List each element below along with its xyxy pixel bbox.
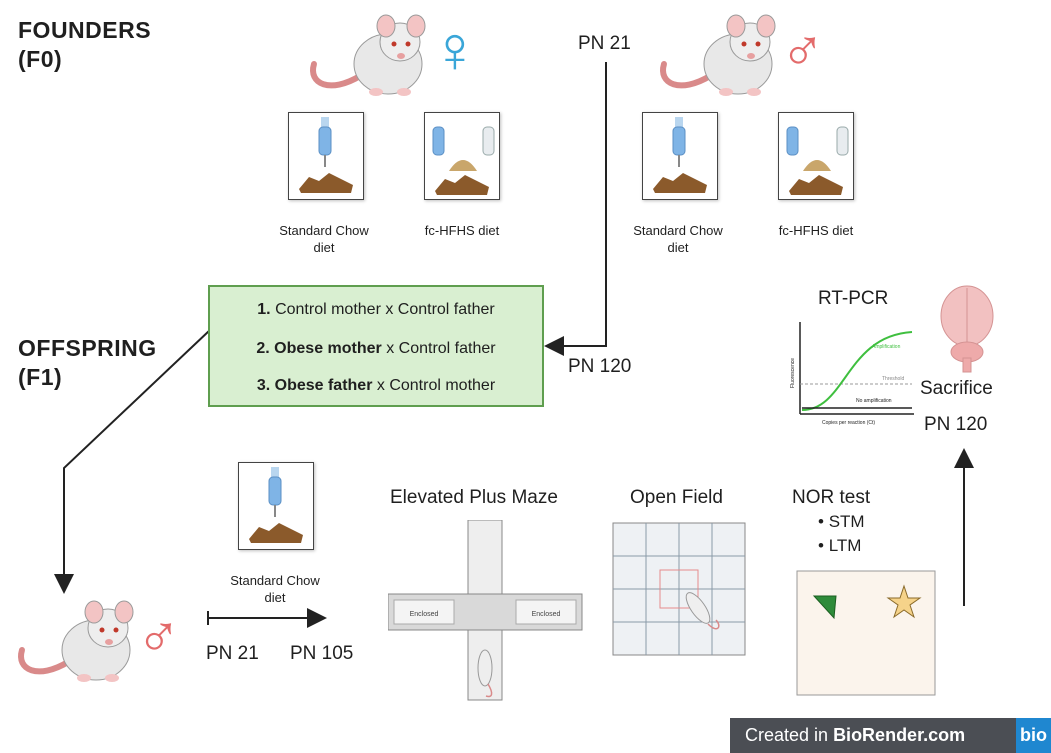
- pn21-top-label: PN 21: [578, 33, 631, 54]
- footer-credit: Created in BioRender.com: [745, 725, 966, 745]
- breeding-crosses-box: 1. Control mother x Control father 2. Ob…: [208, 285, 544, 407]
- cross-to-offspring-arrow: [54, 329, 211, 594]
- timeline-start-label: PN 21: [206, 643, 259, 664]
- chow-diet-card-male: [642, 112, 718, 200]
- pn120-mid-label: PN 120: [568, 356, 632, 377]
- hfhs-diet-label-female: fc-HFHS diet: [424, 223, 500, 238]
- sacrifice-pn-label: PN 120: [924, 414, 988, 435]
- chow-diet-card-offspring: [238, 462, 314, 550]
- rtpcr-ylabel: Fluorescence: [790, 358, 796, 388]
- rtpcr-curve-icon: Amplification Threshold No amplification…: [790, 322, 914, 426]
- cross-item-1: 1. Control mother x Control father: [257, 301, 495, 318]
- nor-test-title: NOR test: [792, 487, 871, 508]
- epm-title: Elevated Plus Maze: [390, 487, 558, 508]
- cross-item-3: 3. Obese father x Control mother: [256, 377, 496, 394]
- brain-icon: [940, 285, 994, 373]
- open-field-grid-icon: [612, 522, 746, 656]
- founders-heading: FOUNDERS (F0): [18, 17, 152, 72]
- nor-item-stm: • STM: [818, 512, 865, 531]
- water-bottle-chow-icon: [299, 117, 353, 193]
- rtpcr-xlabel: Copies per reaction (Ct): [822, 420, 875, 426]
- male-rat-icon: [660, 14, 776, 96]
- founder-to-cross-arrow: [544, 62, 607, 356]
- sacrifice-label: Sacrifice: [920, 378, 993, 399]
- nor-item-ltm: • LTM: [818, 536, 862, 555]
- nor-arena-icon: [796, 570, 936, 696]
- open-field-title: Open Field: [630, 487, 723, 508]
- hfhs-diet-card-female: [424, 112, 500, 200]
- offspring-male-symbol-icon: ♂: [136, 603, 181, 670]
- water-bottles-food-icon: [432, 126, 495, 195]
- timeline-end-label: PN 105: [290, 643, 354, 664]
- epm-arm-right-label: Enclosed: [532, 611, 561, 618]
- male-symbol-icon: ♂: [780, 17, 825, 84]
- cross-item-2: 2. Obese mother x Control father: [256, 340, 496, 357]
- rtpcr-threshold-label: Threshold: [882, 376, 904, 382]
- hfhs-diet-card-male: [778, 112, 854, 200]
- female-symbol-icon: ♀: [430, 12, 480, 86]
- star-object-icon: [886, 584, 922, 619]
- female-rat-icon: [310, 14, 426, 96]
- triangle-object-icon: [812, 595, 837, 620]
- rtpcr-no-amplification-label: No amplification: [856, 398, 892, 404]
- offspring-rat-icon: [18, 600, 134, 682]
- offspring-heading: OFFSPRING (F1): [18, 335, 157, 390]
- chow-diet-card-female: [288, 112, 364, 200]
- elevated-plus-maze-icon: Enclosed Enclosed: [388, 520, 583, 701]
- biorender-footer[interactable]: Created in BioRender.com bio: [730, 718, 1051, 753]
- epm-arm-left-label: Enclosed: [410, 611, 439, 618]
- biorender-logo-icon: bio: [1016, 718, 1051, 753]
- rtpcr-amplification-label: Amplification: [872, 344, 901, 350]
- hfhs-diet-label-male: fc-HFHS diet: [778, 223, 854, 238]
- rtpcr-title: RT-PCR: [818, 288, 889, 309]
